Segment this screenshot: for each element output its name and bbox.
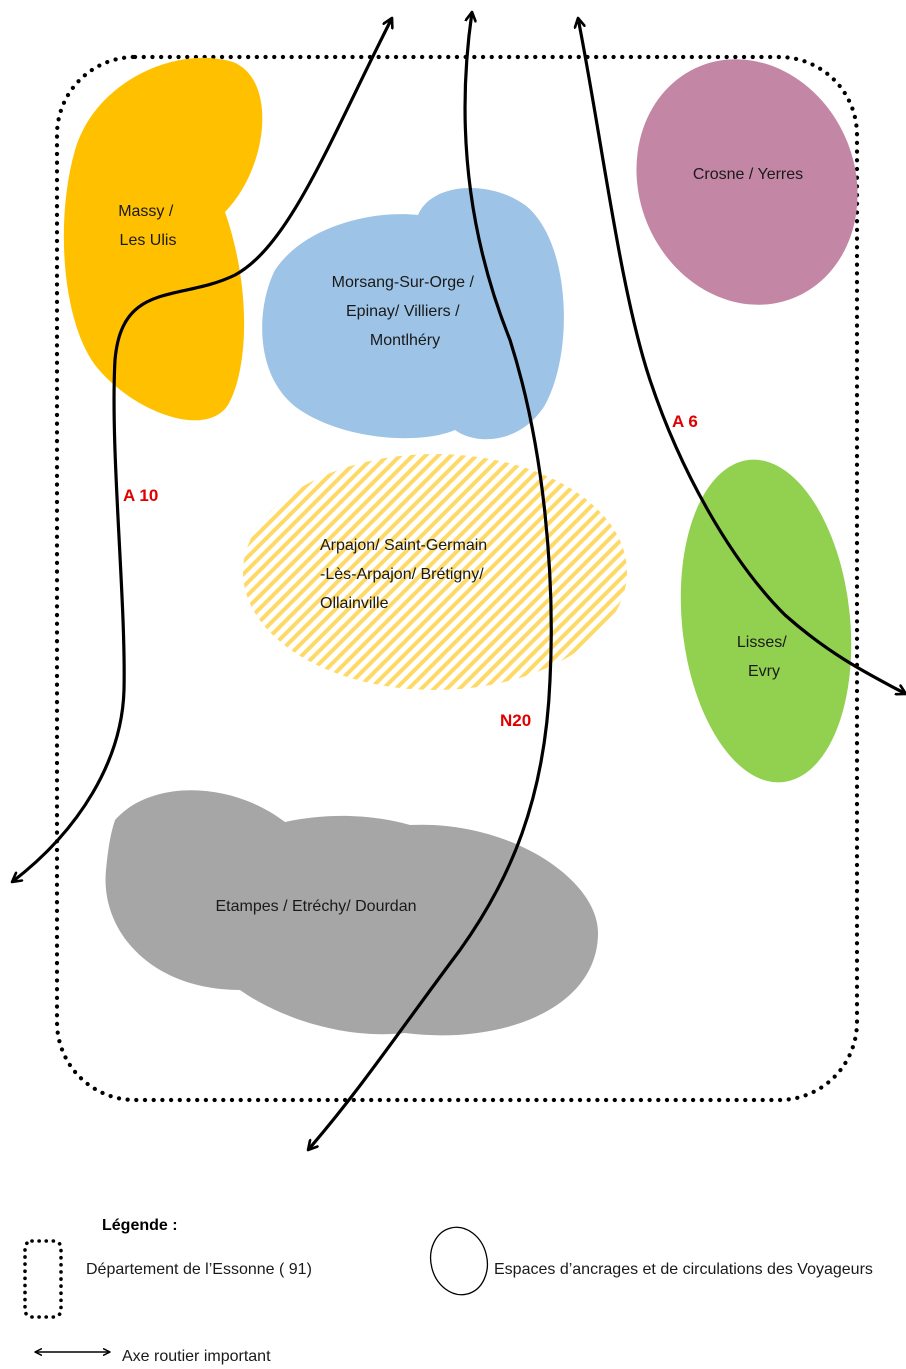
zone-crosne-label: Crosne / Yerres <box>693 166 803 183</box>
legend-department-symbol <box>23 1239 63 1319</box>
legend-spaces-symbol <box>429 1226 489 1296</box>
zone-massy-label: Massy / Les Ulis <box>118 203 178 249</box>
legend-department-text: Département de l’Essonne ( 91) <box>86 1261 312 1278</box>
road-a10-label: A 10 <box>123 486 158 505</box>
road-n20-arrow <box>308 12 553 1150</box>
zone-morsang-label: Morsang-Sur-Orge / Epinay/ Villiers / Mo… <box>332 274 479 349</box>
road-a6-arrow <box>578 18 906 694</box>
zone-arpajon-label: Arpajon/ Saint-Germain -Lès-Arpajon/ Bré… <box>320 537 492 612</box>
zone-lisses-shape <box>680 459 852 783</box>
zone-etampes-label: Etampes / Etréchy/ Dourdan <box>216 898 417 915</box>
legend-spaces-text: Espaces d’ancrages et de circulations de… <box>494 1261 873 1278</box>
road-a6-label: A 6 <box>672 412 698 431</box>
legend-title: Légende : <box>102 1217 178 1234</box>
road-a10-arrow <box>12 18 392 882</box>
road-n20-label: N20 <box>500 711 531 730</box>
legend-road-text: Axe routier important <box>122 1348 271 1365</box>
legend: Légende : Département de l’Essonne ( 91)… <box>23 1217 873 1365</box>
zone-lisses-label: Lisses/ Evry <box>737 634 791 680</box>
